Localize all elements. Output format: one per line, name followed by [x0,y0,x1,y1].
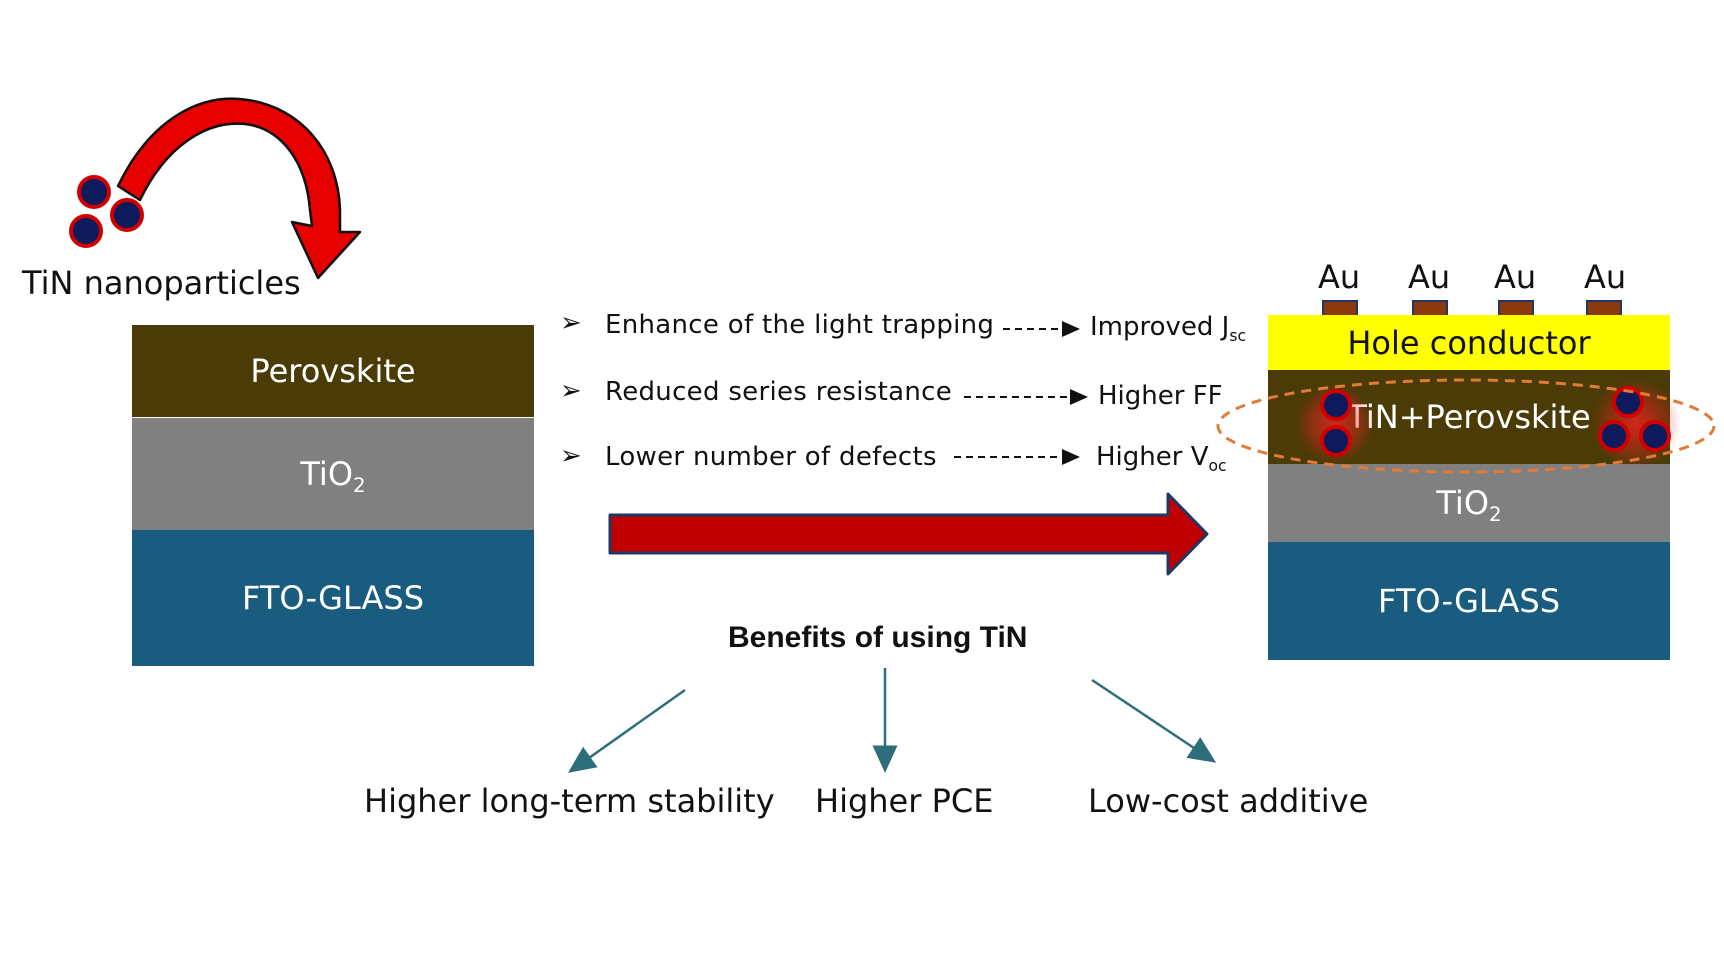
outcome-cost: Low-cost additive [1088,782,1369,820]
bullet-icon: ➢ [560,376,582,406]
hole-conductor-layer: Hole conductor [1268,315,1670,370]
effect-1: Improved Jsc [1090,312,1247,346]
cause-3: Lower number of defects [605,442,937,472]
left-fto-layer: FTO-GLASS [132,530,534,666]
embedded-nanoparticles-right-icon [1591,379,1681,469]
outcome-pce: Higher PCE [815,782,994,820]
right-fto-layer: FTO-GLASS [1268,542,1670,660]
pointer-arrow-cost [1091,678,1217,763]
bullet-icon: ➢ [560,308,582,338]
au-label-2: Au [1408,258,1451,296]
effect-2: Higher FF [1098,381,1223,411]
left-fto-label: FTO-GLASS [241,579,425,617]
left-perovskite-label: Perovskite [250,352,416,390]
embedded-nanoparticles-left-icon [1295,384,1375,464]
benefits-title: Benefits of using TiN [728,621,1028,654]
highlight-ellipse [1216,378,1716,474]
tin-perovskite-label: TiN+Perovskite [1347,398,1591,436]
hole-conductor-label: Hole conductor [1347,323,1591,362]
right-fto-label: FTO-GLASS [1377,582,1561,620]
nanoparticle-cluster-icon [69,175,144,248]
outcome-stability: Higher long-term stability [364,782,775,820]
left-perovskite-layer: Perovskite [132,325,534,417]
bullet-icon: ➢ [560,441,582,471]
pointer-arrow-stability [567,688,686,773]
right-tio2-label: TiO2 [1436,484,1502,526]
left-tio2-label: TiO2 [300,455,366,497]
right-tio2-layer: TiO2 [1268,464,1670,542]
au-label-1: Au [1318,258,1361,296]
au-label-3: Au [1494,258,1537,296]
curved-arrow-icon [116,97,362,280]
effect-3: Higher Voc [1096,442,1227,476]
nanoparticles-label: TiN nanoparticles [22,264,301,302]
left-tio2-layer: TiO2 [132,418,534,530]
cause-2: Reduced series resistance [605,377,953,407]
cause-1: Enhance of the light trapping [605,310,995,340]
au-label-4: Au [1584,258,1627,296]
process-arrow-icon [608,492,1209,576]
